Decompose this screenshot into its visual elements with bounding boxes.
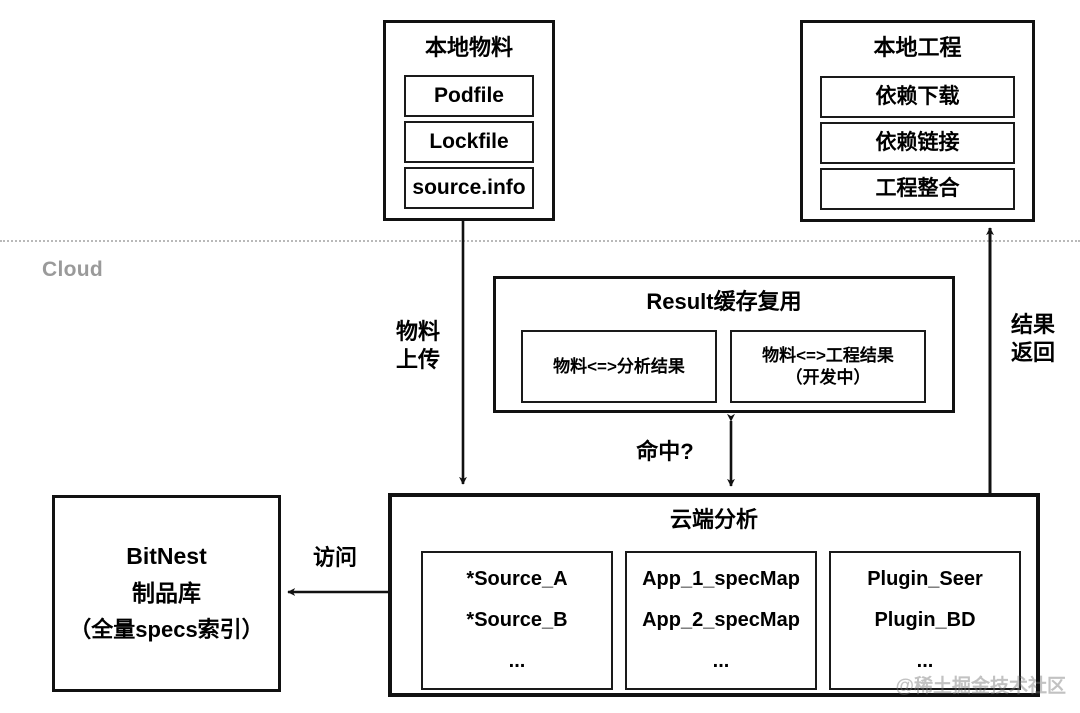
cloud-analysis-app2-specmap: App_2_specMap: [642, 609, 800, 631]
local-project-item-integrate: 工程整合: [820, 168, 1015, 210]
cloud-analysis-source-b: *Source_B: [466, 609, 568, 631]
result-cache-item-project: 物料<=>工程结果 （开发中）: [730, 330, 926, 403]
bitnest-box: BitNest 制品库 （全量specs索引）: [52, 495, 281, 692]
cloud-analysis-app1-specmap: App_1_specMap: [642, 568, 800, 590]
cloud-analysis-column-sources: *Source_A *Source_B ...: [421, 551, 613, 690]
local-materials-title: 本地物料: [424, 35, 513, 60]
cloud-divider-line: [0, 240, 1080, 242]
cloud-analysis-plugin-bd: Plugin_BD: [874, 609, 976, 631]
edge-label-upload: 物料 上传: [395, 319, 440, 372]
cloud-divider-label: Cloud: [42, 258, 103, 281]
bitnest-note: （全量specs索引）: [69, 617, 264, 642]
local-project-item-link: 依赖链接: [820, 122, 1015, 164]
cloud-analysis-source-a: *Source_A: [466, 568, 568, 590]
cloud-analysis-column-plugins: Plugin_Seer Plugin_BD ...: [829, 551, 1021, 690]
result-cache-title: Result缓存复用: [646, 289, 802, 314]
local-materials-item-podfile: Podfile: [404, 75, 534, 117]
local-project-title: 本地工程: [873, 35, 962, 60]
bitnest-title: BitNest: [126, 543, 207, 569]
watermark-text: @稀土掘金技术社区: [895, 676, 1066, 697]
cloud-analysis-plugin-ellipsis: ...: [916, 650, 934, 672]
edge-label-hit: 命中?: [636, 439, 694, 464]
cloud-analysis-source-ellipsis: ...: [508, 650, 526, 672]
edge-label-access: 访问: [312, 545, 357, 570]
cloud-analysis-plugin-seer: Plugin_Seer: [867, 568, 983, 590]
edge-label-result-return: 结果 返回: [1010, 312, 1055, 365]
cloud-analysis-column-specmaps: App_1_specMap App_2_specMap ...: [625, 551, 817, 690]
local-materials-item-lockfile: Lockfile: [404, 121, 534, 163]
local-project-item-download: 依赖下载: [820, 76, 1015, 118]
result-cache-item-analysis: 物料<=>分析结果: [521, 330, 717, 403]
bitnest-subtitle: 制品库: [132, 580, 201, 606]
cloud-analysis-specmap-ellipsis: ...: [712, 650, 730, 672]
local-materials-item-sourceinfo: source.info: [404, 167, 534, 209]
cloud-analysis-title: 云端分析: [669, 507, 758, 532]
